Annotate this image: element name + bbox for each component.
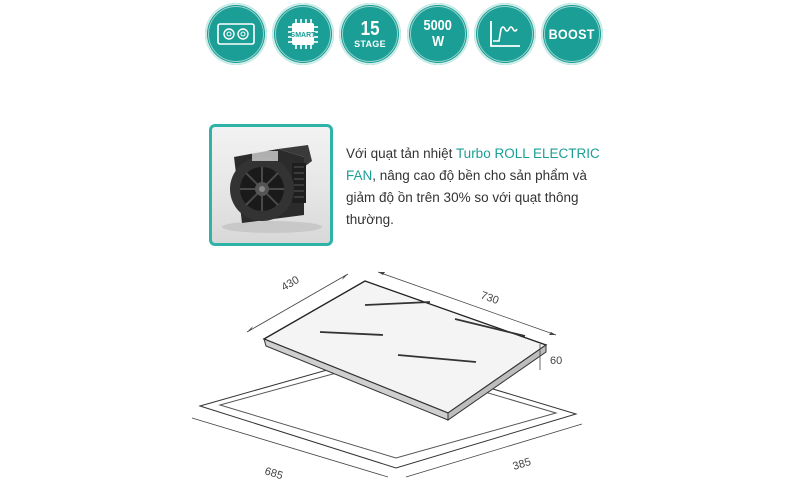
feature-badges: SMART 15 STAGE 5000 W BOOST: [0, 0, 800, 70]
turbo-fan-icon: [222, 145, 322, 233]
power-curve-badge: [474, 3, 536, 65]
dim-top-depth: 430: [280, 274, 302, 294]
dual-zone-cooktop-icon: [217, 23, 255, 45]
fan-text-before: Với quạt tản nhiệt: [346, 146, 456, 161]
stage-label: STAGE: [354, 38, 386, 49]
fan-highlight: Turbo ROLL ELECTRIC FAN: [346, 146, 600, 183]
dimension-diagram: 430 730 60 685 385: [191, 271, 583, 482]
power-badge: 5000 W: [407, 3, 469, 65]
dim-top-width: 730: [479, 290, 500, 308]
power-value: 5000: [423, 17, 453, 34]
power-unit: W: [431, 33, 445, 50]
dual-zone-badge: [205, 3, 267, 65]
dim-cutout-width: 685: [263, 465, 284, 482]
fan-image: [209, 124, 333, 246]
cooking-zone-markers: [319, 301, 526, 363]
smart-label: SMART: [291, 32, 317, 39]
dim-cutout-depth: 385: [511, 456, 532, 473]
fan-description: Với quạt tản nhiệt Turbo ROLL ELECTRIC F…: [346, 143, 606, 231]
fan-text-after: , nâng cao độ bền cho sản phẩm và giảm đ…: [346, 168, 587, 227]
smart-chip-icon: SMART: [288, 19, 318, 49]
dim-height: 60: [550, 355, 562, 367]
stage-badge: 15 STAGE: [339, 3, 401, 65]
boost-badge: BOOST: [541, 3, 603, 65]
smart-badge: SMART: [272, 3, 334, 65]
power-curve-icon: [490, 21, 520, 47]
stage-number: 15: [360, 17, 380, 40]
boost-label: BOOST: [548, 26, 596, 42]
